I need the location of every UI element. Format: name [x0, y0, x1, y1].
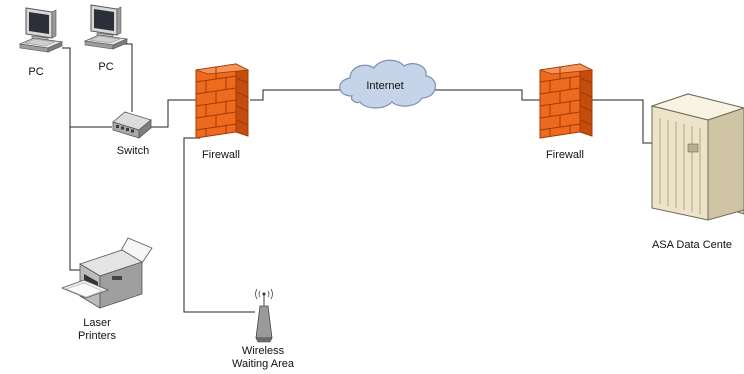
- firewall-label: Firewall: [202, 149, 240, 161]
- internet-cloud-icon[interactable]: [339, 59, 436, 109]
- server-icon[interactable]: [650, 93, 744, 221]
- pc-icon[interactable]: [83, 4, 129, 50]
- data-center-label: ASA Data Cente: [651, 239, 733, 251]
- link-pc1-printer: [62, 47, 80, 271]
- wireless-access-point-icon[interactable]: [255, 288, 273, 343]
- pc-label: PC: [98, 61, 114, 73]
- switch-icon[interactable]: [112, 111, 152, 139]
- printer-label: Laser Printers: [78, 317, 116, 342]
- link-firewall-wireless: [183, 137, 255, 313]
- printer-icon[interactable]: [60, 237, 153, 309]
- link-internet-firewall: [428, 89, 540, 101]
- link-switch-firewall: [150, 99, 196, 128]
- switch-label: Switch: [116, 145, 150, 157]
- link-pc2-switch: [113, 43, 133, 112]
- internet-label: Internet: [366, 80, 404, 92]
- pc-icon[interactable]: [18, 7, 64, 53]
- firewall-icon[interactable]: [539, 63, 594, 139]
- firewall-label: Firewall: [546, 149, 584, 161]
- link-firewall-internet: [250, 89, 345, 101]
- pc-label: PC: [28, 66, 44, 78]
- wireless-label: Wireless Waiting Area: [232, 345, 294, 370]
- firewall-icon[interactable]: [195, 63, 250, 139]
